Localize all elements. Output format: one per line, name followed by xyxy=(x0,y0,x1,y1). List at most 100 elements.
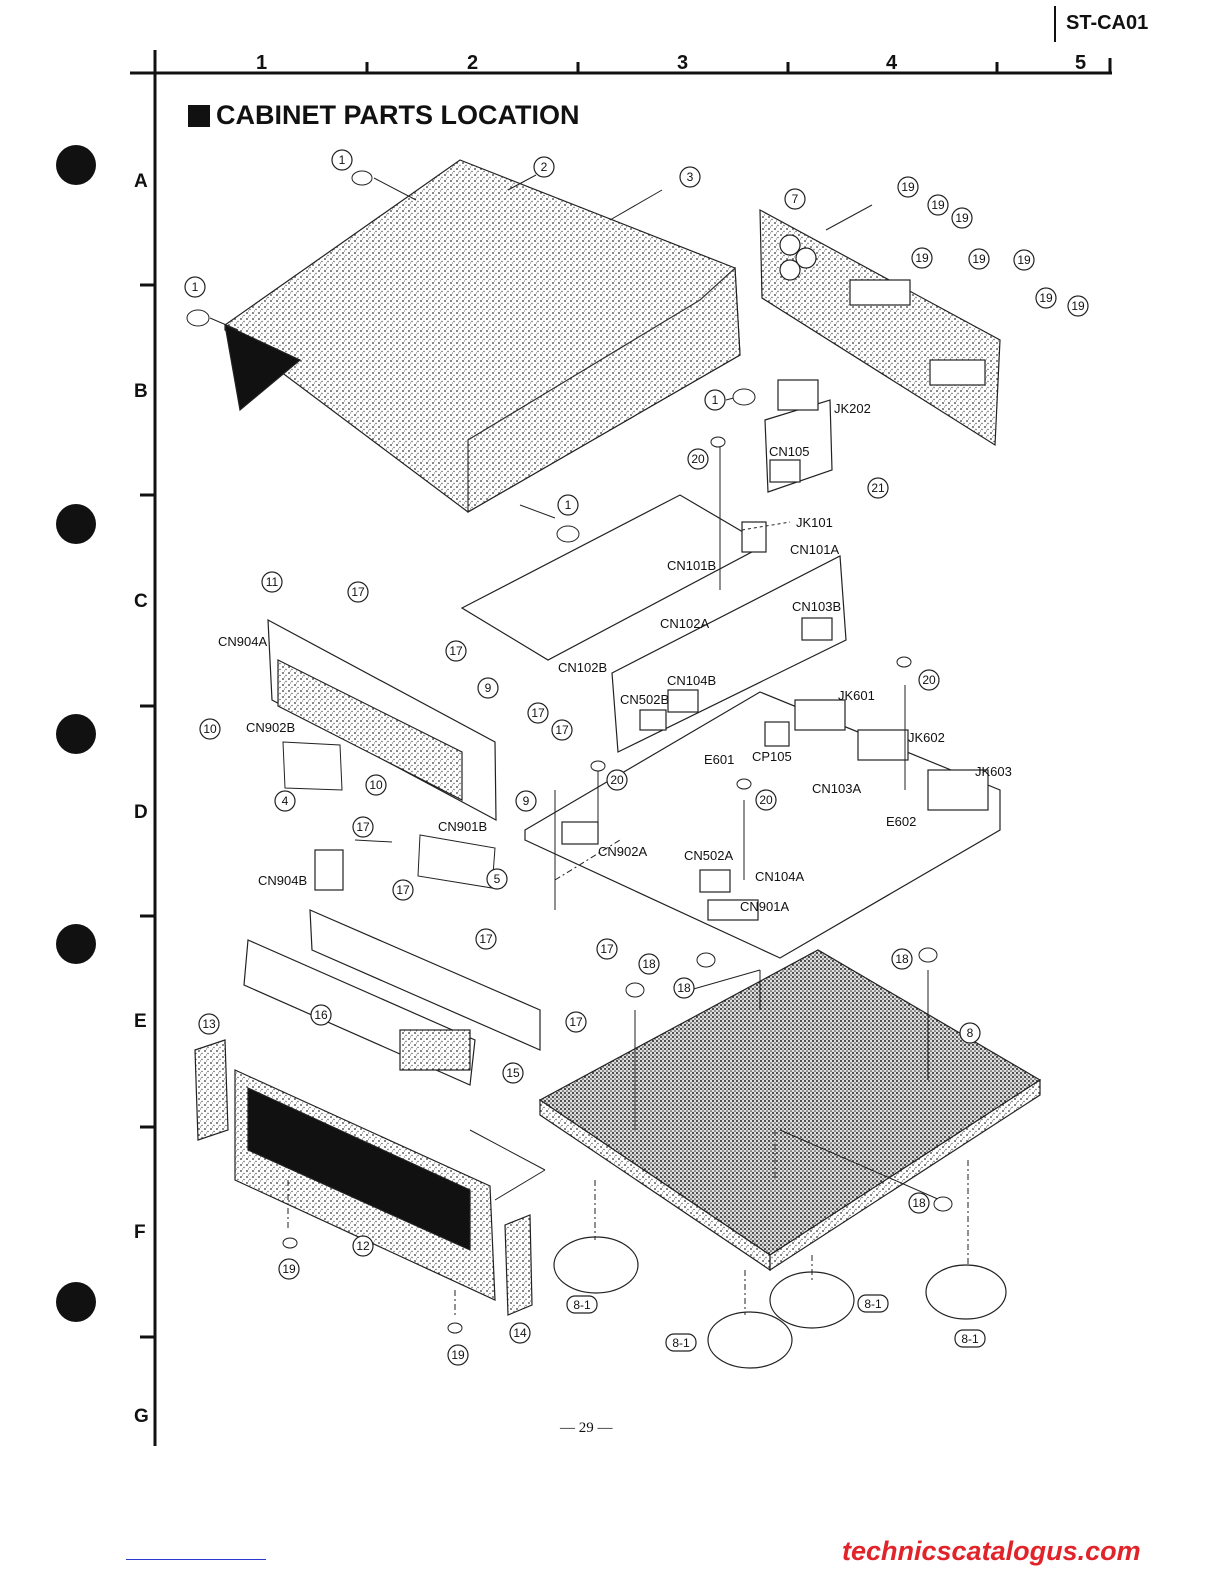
part-label: 14 xyxy=(513,1326,527,1340)
connector-label: JK602 xyxy=(908,730,945,745)
grid-row-c: C xyxy=(134,591,148,612)
part-label: 3 xyxy=(687,170,694,184)
footer-rule xyxy=(126,1559,266,1560)
part-label: 17 xyxy=(531,706,545,720)
screws xyxy=(186,170,953,1334)
connector-label: CN104B xyxy=(667,673,716,688)
binder-hole xyxy=(56,145,96,185)
connector-label: CN101B xyxy=(667,558,716,573)
part-label: 18 xyxy=(642,957,656,971)
part-numbers: 1 1 1 1 2 3 7 8 9 9 10 10 11 12 13 14 15… xyxy=(192,153,1085,1362)
connector-label: CN901B xyxy=(438,819,487,834)
part-label: 8-1 xyxy=(573,1298,591,1312)
part-label: 17 xyxy=(479,932,493,946)
part-label: 17 xyxy=(600,942,614,956)
grid-column-4: 4 xyxy=(886,52,898,74)
site-watermark: technicscatalogus.com xyxy=(842,1536,1141,1566)
part-label: 2 xyxy=(541,160,548,174)
part-label: 4 xyxy=(282,794,289,808)
part-label: 19 xyxy=(955,211,969,225)
main-pcb xyxy=(460,494,767,661)
part-label: 15 xyxy=(506,1066,520,1080)
part-label: 1 xyxy=(339,153,346,167)
part-label: 13 xyxy=(202,1017,216,1031)
connector-label: CN502A xyxy=(684,848,733,863)
part-label: 21 xyxy=(871,481,885,495)
grid-column-2: 2 xyxy=(467,52,479,74)
binder-hole xyxy=(56,504,96,544)
connector-label: CN502B xyxy=(620,692,669,707)
grid-column-5: 5 xyxy=(1075,52,1087,74)
part-label: 19 xyxy=(1017,253,1031,267)
connector-label: CN104A xyxy=(755,869,804,884)
part-label: 16 xyxy=(314,1008,328,1022)
connector-label: E602 xyxy=(886,814,916,829)
part-label: 1 xyxy=(565,498,572,512)
connector-label: CN902B xyxy=(246,720,295,735)
binder-hole xyxy=(56,924,96,964)
lower-main-board xyxy=(524,691,1001,959)
grid-row-f: F xyxy=(134,1222,146,1243)
binder-hole xyxy=(56,714,96,754)
feet xyxy=(553,1236,1007,1369)
connector-label: CN904B xyxy=(258,873,307,888)
part-label: 11 xyxy=(266,575,279,589)
cn103b-board xyxy=(611,555,847,753)
part-label: 19 xyxy=(915,251,929,265)
header-rule xyxy=(1054,6,1056,42)
part-label: 19 xyxy=(901,180,915,194)
part-label: 8 xyxy=(967,1026,974,1040)
connector-label: CN102A xyxy=(660,616,709,631)
part-label: 18 xyxy=(895,952,909,966)
part-label: 17 xyxy=(396,883,410,897)
connector-label: CN102B xyxy=(558,660,607,675)
cabinet-cover xyxy=(224,159,741,514)
connector-label: JK603 xyxy=(975,764,1012,779)
page-number: — 29 — xyxy=(560,1420,613,1436)
connector-label: CN901A xyxy=(740,899,789,914)
part-label: 19 xyxy=(1039,291,1053,305)
part-label: 8-1 xyxy=(864,1297,882,1311)
part-label: 1 xyxy=(192,280,199,294)
model-number: ST-CA01 xyxy=(1066,12,1149,34)
part-label: 19 xyxy=(972,252,986,266)
connector-label: CN105 xyxy=(769,444,809,459)
part-label: 8-1 xyxy=(961,1332,979,1346)
connector-label: CP105 xyxy=(752,749,792,764)
grid-row-e: E xyxy=(134,1011,147,1032)
front-bracket xyxy=(309,849,541,1051)
part-number-circles xyxy=(184,149,1089,1366)
front-panel xyxy=(234,1069,496,1301)
part-label: 12 xyxy=(356,1239,370,1253)
part-label: 19 xyxy=(1071,299,1085,313)
part-label: 19 xyxy=(451,1348,465,1362)
leader-lines xyxy=(209,174,969,1315)
connector-label: JK202 xyxy=(834,401,871,416)
grid-row-b: B xyxy=(134,381,148,402)
connector-label: CN103A xyxy=(812,781,861,796)
connector-label: CN904A xyxy=(218,634,267,649)
part-label: 18 xyxy=(912,1196,926,1210)
connector-label: JK101 xyxy=(796,515,833,530)
title-square-icon xyxy=(188,104,210,127)
connector-label: E601 xyxy=(704,752,734,767)
rear-panel xyxy=(759,208,1001,447)
binder-hole xyxy=(56,1282,96,1322)
part-label: 17 xyxy=(351,585,365,599)
connector-label: CN902A xyxy=(598,844,647,859)
flat-cables xyxy=(282,741,496,889)
grid-row-d: D xyxy=(134,802,148,823)
grid-frame xyxy=(130,50,1112,1446)
switch-board xyxy=(243,939,476,1086)
part-label: 17 xyxy=(569,1015,583,1029)
part-label: 9 xyxy=(523,794,530,808)
part-label: 17 xyxy=(555,723,569,737)
connector-label: CN101A xyxy=(790,542,839,557)
part-label: 10 xyxy=(369,778,383,792)
part-label: 17 xyxy=(449,644,463,658)
page-title: CABINET PARTS LOCATION xyxy=(188,100,580,131)
grid-column-3: 3 xyxy=(677,52,689,74)
title-text: CABINET PARTS LOCATION xyxy=(216,100,580,130)
part-label: 5 xyxy=(494,872,501,886)
